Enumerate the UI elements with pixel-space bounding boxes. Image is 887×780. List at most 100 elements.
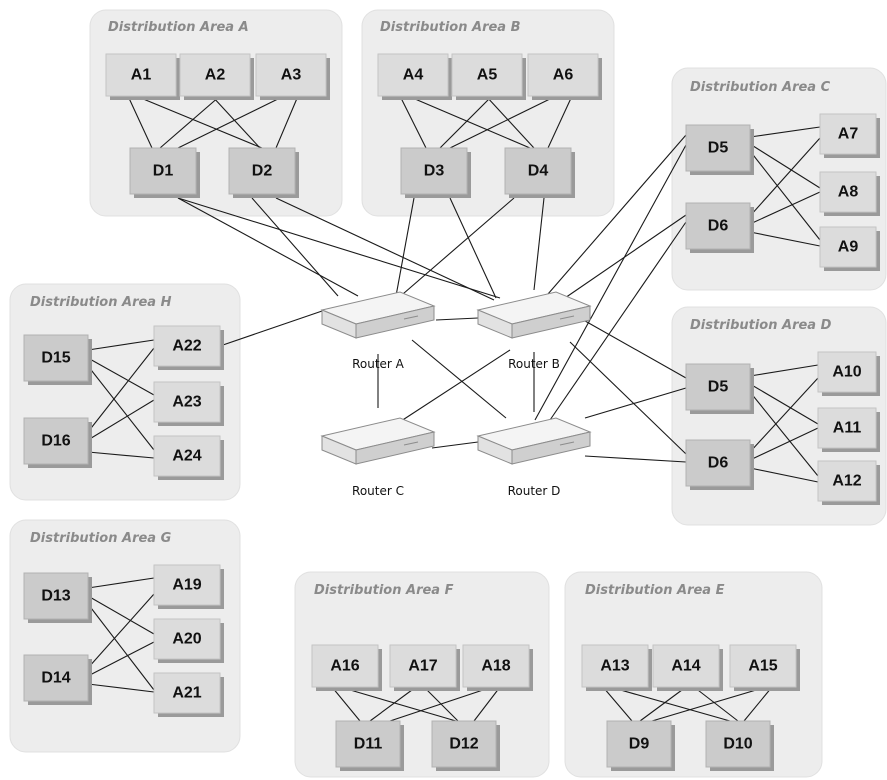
distribution-area-b: Distribution Area B	[361, 9, 615, 217]
links-layer	[87, 95, 821, 722]
node-a9-box	[819, 226, 877, 268]
connection-line	[87, 577, 155, 589]
node-a3-box	[255, 53, 327, 97]
node-d6d-box	[685, 439, 751, 487]
router-c-label: Router C	[352, 484, 404, 498]
connection-line	[331, 686, 361, 722]
node-a5-box	[451, 53, 523, 97]
node-a16: A16	[311, 644, 382, 691]
node-a19-label: A19	[172, 577, 201, 594]
area-f-title: Distribution Area F	[314, 583, 454, 598]
node-d16-box	[23, 417, 89, 465]
router-d-side	[511, 431, 591, 465]
node-a17-label: A17	[408, 658, 437, 675]
node-a23-box	[153, 381, 221, 423]
node-a19-box	[153, 564, 221, 606]
connection-line	[602, 686, 633, 722]
node-a2-box	[179, 53, 251, 97]
connection-line	[395, 197, 515, 301]
node-a16-box	[311, 644, 379, 688]
connection-line	[87, 339, 155, 351]
area-a-background	[89, 9, 343, 217]
connection-line	[87, 641, 155, 677]
node-a12-box	[817, 460, 877, 502]
router-a: Router A	[320, 291, 436, 371]
node-a3: A3	[255, 53, 330, 100]
node-d12: D12	[431, 720, 500, 771]
node-a22: A22	[153, 325, 224, 370]
node-a8-box	[819, 171, 877, 213]
connection-line	[547, 95, 573, 149]
node-a20-label: A20	[172, 631, 201, 648]
node-a24-box	[153, 435, 221, 477]
node-d3-box	[400, 147, 468, 195]
node-a10: A10	[817, 351, 880, 396]
node-d6c-box	[685, 202, 751, 250]
router-d-port	[559, 441, 575, 446]
connection-line	[749, 364, 819, 377]
connection-line	[609, 686, 731, 722]
node-a12: A12	[817, 460, 880, 505]
node-d9: D9	[606, 720, 675, 771]
connection-line	[87, 683, 155, 693]
connection-line	[651, 686, 767, 722]
connection-line	[749, 383, 819, 425]
area-a-title: Distribution Area A	[108, 20, 249, 35]
router-d: Router D	[476, 417, 592, 498]
connection-line	[431, 441, 479, 449]
node-d5d-box	[685, 363, 751, 411]
node-a21-box	[153, 672, 221, 714]
connection-line	[749, 150, 821, 241]
node-a20: A20	[153, 618, 224, 663]
connection-line	[435, 317, 479, 321]
node-a23-label: A23	[172, 394, 201, 411]
node-d10-box	[705, 720, 771, 768]
connection-line	[547, 134, 687, 295]
node-d1-label: D1	[153, 163, 174, 180]
area-h-title: Distribution Area H	[30, 295, 172, 310]
area-b-background	[361, 9, 615, 217]
node-a5: A5	[451, 53, 526, 100]
node-d6d: D6	[685, 439, 754, 490]
node-d11: D11	[335, 720, 404, 771]
connection-line	[749, 191, 821, 225]
node-d9-label: D9	[629, 736, 650, 753]
connection-line	[87, 595, 155, 635]
node-d6c: D6	[685, 202, 754, 253]
node-a11: A11	[817, 407, 880, 452]
node-a8: A8	[819, 171, 880, 216]
node-a17-box	[389, 644, 457, 688]
node-a23: A23	[153, 381, 224, 426]
node-a19: A19	[153, 564, 224, 609]
node-a18: A18	[462, 644, 533, 691]
connection-line	[584, 387, 687, 419]
router-a-port	[403, 315, 419, 320]
node-a20-box	[153, 618, 221, 660]
node-d14: D14	[23, 654, 92, 705]
connection-line	[569, 341, 687, 455]
connection-line	[749, 467, 819, 483]
node-a1-box	[105, 53, 177, 97]
node-a16-label: A16	[330, 658, 359, 675]
node-a9: A9	[819, 226, 880, 271]
node-d15-box	[23, 334, 89, 382]
router-b-side	[511, 305, 591, 339]
router-c-port	[403, 441, 419, 446]
area-g-title: Distribution Area G	[30, 531, 172, 546]
connection-line	[439, 95, 493, 149]
node-a3-label: A3	[281, 67, 302, 84]
connection-line	[211, 95, 261, 149]
node-a5-label: A5	[477, 67, 498, 84]
node-d10: D10	[705, 720, 774, 771]
area-e-title: Distribution Area E	[585, 583, 725, 598]
router-c: Router C	[320, 417, 436, 498]
connection-line	[749, 231, 821, 247]
connection-line	[177, 197, 359, 297]
node-d11-box	[335, 720, 401, 768]
router-a-label: Router A	[352, 357, 405, 371]
node-d4-box	[504, 147, 572, 195]
connection-line	[339, 686, 457, 722]
node-d5c-label: D5	[708, 140, 729, 157]
